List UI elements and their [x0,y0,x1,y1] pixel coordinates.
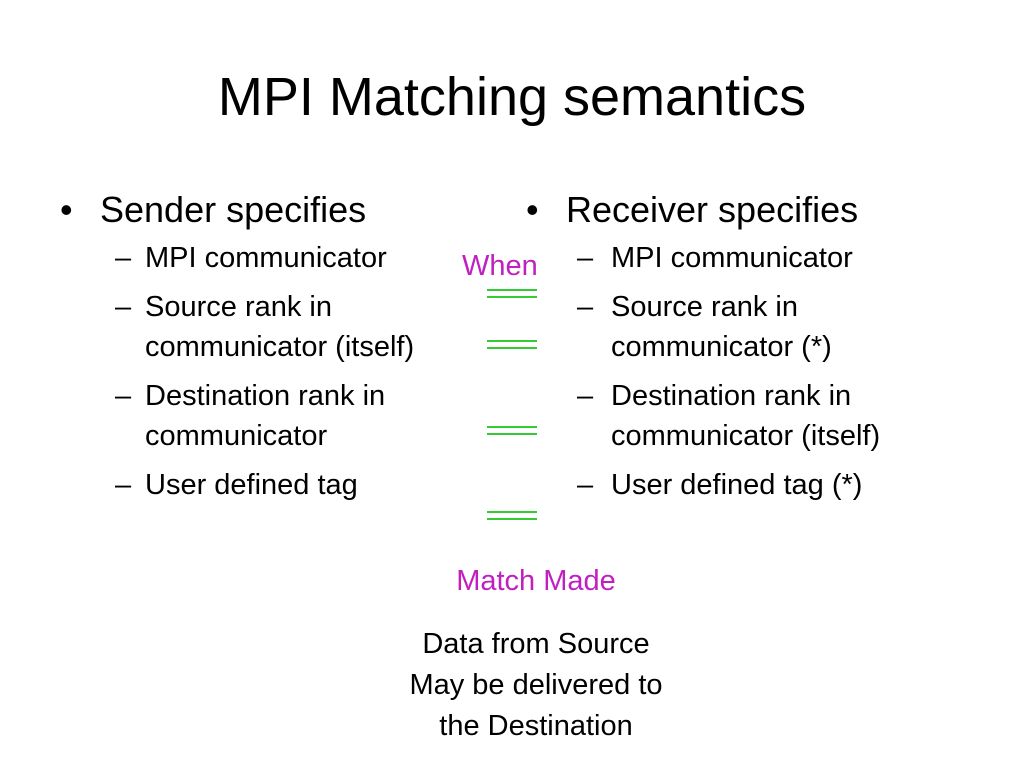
note-line-1: Data from Source [422,628,650,660]
equals-sign-source [487,340,537,350]
dash-marker: – [115,469,132,501]
sender-item-dest-line1: Destination rank in [145,380,386,412]
bullet-dot: • [60,189,73,230]
sender-list: – MPI communicator – Source rank in comm… [60,238,480,505]
sender-item-source-line1: Source rank in [145,291,332,323]
equals-sign-communicator [487,289,537,299]
match-made-label: Match Made [456,565,616,597]
sender-item-tag: User defined tag [145,469,358,501]
sender-column: • Sender specifies – MPI communicator – … [60,188,480,514]
dash-marker: – [577,469,594,501]
list-item: – Destination rank in communicator (itse… [526,376,946,456]
receiver-bullet: • Receiver specifies [526,188,946,232]
dash-marker: – [577,291,594,323]
list-item: – User defined tag (*) [526,465,946,505]
delivery-note: Data from Source May be delivered to the… [336,624,736,747]
receiver-item-source-line1: Source rank in [611,291,798,323]
list-item: – User defined tag [60,465,480,505]
sender-item-source-line2: communicator (itself) [145,331,415,363]
receiver-list: – MPI communicator – Source rank in comm… [526,238,946,505]
note-line-3: the Destination [439,710,633,742]
dash-marker: – [577,242,594,274]
receiver-item-source-line2: communicator (*) [611,331,832,363]
bullet-dot: • [526,189,539,230]
list-item: – Destination rank in communicator [60,376,480,456]
receiver-item-dest-line2: communicator (itself) [611,420,881,452]
slide-title: MPI Matching semantics [217,67,807,127]
dash-marker: – [115,242,132,274]
dash-marker: – [577,380,594,412]
sender-item-communicator: MPI communicator [145,242,387,274]
equals-sign-tag [487,511,537,521]
receiver-heading: Receiver specifies [566,189,859,230]
sender-bullet: • Sender specifies [60,188,480,232]
note-line-2: May be delivered to [409,669,663,701]
receiver-item-tag: User defined tag (*) [611,469,863,501]
list-item: – MPI communicator [526,238,946,278]
receiver-item-dest-line1: Destination rank in [611,380,852,412]
equals-sign-destination [487,426,537,436]
list-item: – Source rank in communicator (itself) [60,287,480,367]
list-item: – Source rank in communicator (*) [526,287,946,367]
dash-marker: – [115,380,132,412]
receiver-item-communicator: MPI communicator [611,242,853,274]
sender-heading: Sender specifies [100,189,367,230]
when-label: When [462,250,538,282]
sender-item-dest-line2: communicator [145,420,328,452]
list-item: – MPI communicator [60,238,480,278]
dash-marker: – [115,291,132,323]
receiver-column: • Receiver specifies – MPI communicator … [526,188,946,514]
